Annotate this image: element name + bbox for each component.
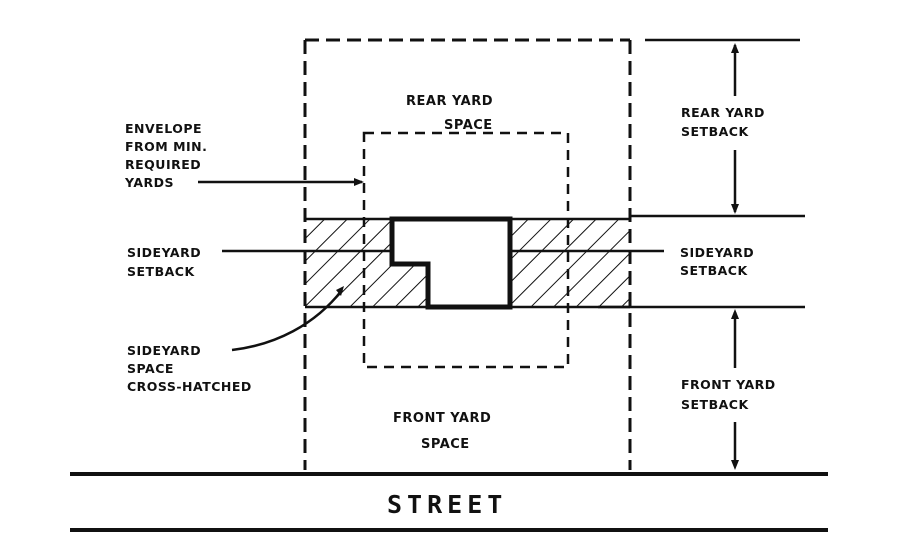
sideyard-space-label-line1: SIDEYARD (127, 343, 201, 358)
rear-yard-setback-label-line2: SETBACK (681, 124, 749, 139)
setback-dimension-lines (598, 38, 805, 465)
front-yard-setback-label-line2: SETBACK (681, 397, 749, 412)
street-label: STREET (387, 490, 507, 519)
leader-arrowheads (336, 178, 364, 296)
sideyard-setback-left-label-line2: SETBACK (127, 264, 195, 279)
envelope-label-line1: ENVELOPE (125, 121, 202, 136)
envelope-label-line2: FROM MIN. (125, 139, 207, 154)
building-footprint (389, 216, 513, 310)
rear-yard-space-label-line2: SPACE (444, 118, 493, 133)
envelope-label-line4: YARDS (124, 175, 174, 190)
sideyard-setback-left-label-line1: SIDEYARD (127, 245, 201, 260)
front-yard-space-label-line2: SPACE (421, 437, 470, 452)
leader-lines (198, 180, 664, 352)
envelope-label-line3: REQUIRED (125, 157, 201, 172)
sideyard-hatched-band (305, 217, 630, 309)
front-yard-setback-label-line1: FRONT YARD (681, 377, 776, 392)
sideyard-space-label-line2: SPACE (127, 361, 174, 376)
sideyard-setback-right-label-line1: SIDEYARD (680, 245, 754, 260)
sideyard-setback-right-label-line2: SETBACK (680, 263, 748, 278)
rear-yard-setback-label-line1: REAR YARD (681, 105, 765, 120)
envelope-rectangle (362, 131, 570, 369)
dimension-arrowheads (731, 43, 739, 470)
front-yard-space-label-line1: FRONT YARD (393, 411, 491, 426)
rear-yard-space-label-line1: REAR YARD (406, 94, 493, 109)
sideyard-space-label-line3: CROSS-HATCHED (127, 379, 252, 394)
